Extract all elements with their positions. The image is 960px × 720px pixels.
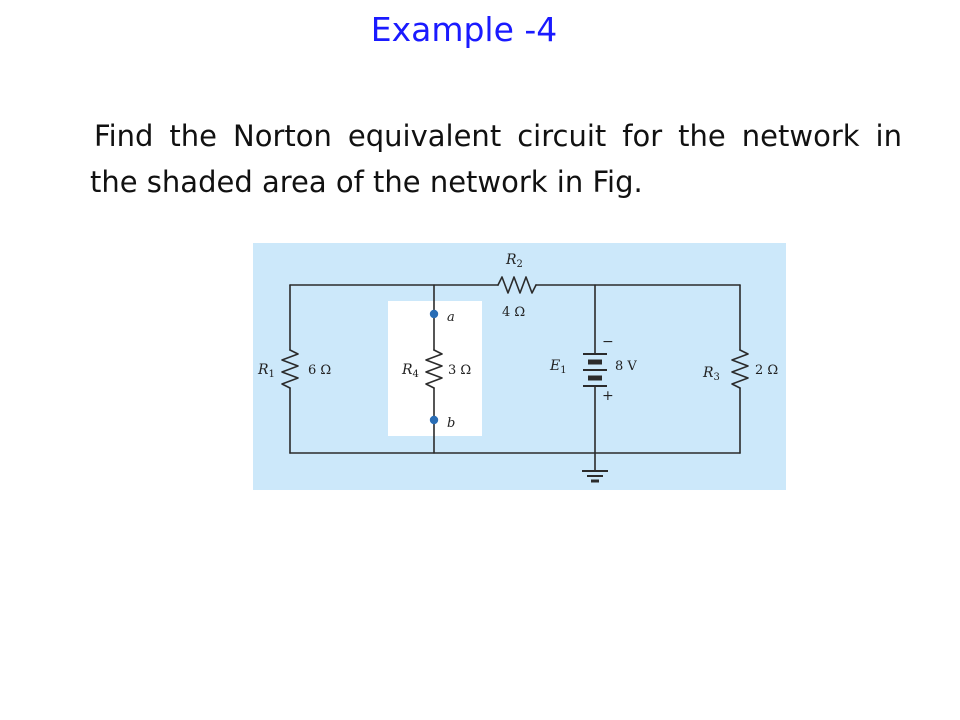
r3-value: 2 Ω xyxy=(755,363,778,378)
terminal-b-label: b xyxy=(447,416,455,431)
slide-title: Example -4 xyxy=(370,10,558,49)
e1-label: E1 xyxy=(549,358,567,376)
resistor-r3-symbol xyxy=(731,349,749,389)
resistor-r2-symbol xyxy=(497,276,537,294)
e1-minus-sign: − xyxy=(602,334,614,350)
battery-e1-symbol xyxy=(583,353,607,387)
e1-plus-sign: + xyxy=(602,388,614,404)
circuit-panel-background xyxy=(253,243,786,490)
e1-value: 8 V xyxy=(615,359,637,374)
r1-label: R1 xyxy=(257,362,275,380)
r3-label: R3 xyxy=(702,365,720,383)
r4-value: 3 Ω xyxy=(448,363,471,378)
resistor-r4-symbol xyxy=(425,349,443,389)
problem-statement: Find the Norton equivalent circuit for t… xyxy=(90,119,902,199)
ground-icon xyxy=(582,470,608,483)
terminal-a-label: a xyxy=(447,310,455,325)
terminal-a-dot xyxy=(429,309,439,319)
r4-label: R4 xyxy=(401,362,419,380)
r1-value: 6 Ω xyxy=(308,363,331,378)
r2-value: 4 Ω xyxy=(502,305,525,320)
terminal-b-dot xyxy=(429,415,439,425)
r2-label: R2 xyxy=(505,252,523,270)
resistor-r1-symbol xyxy=(281,349,299,389)
circuit-diagram: a b R2 4 Ω R1 6 Ω R4 3 Ω E1 8 V − + R3 2… xyxy=(253,243,786,490)
